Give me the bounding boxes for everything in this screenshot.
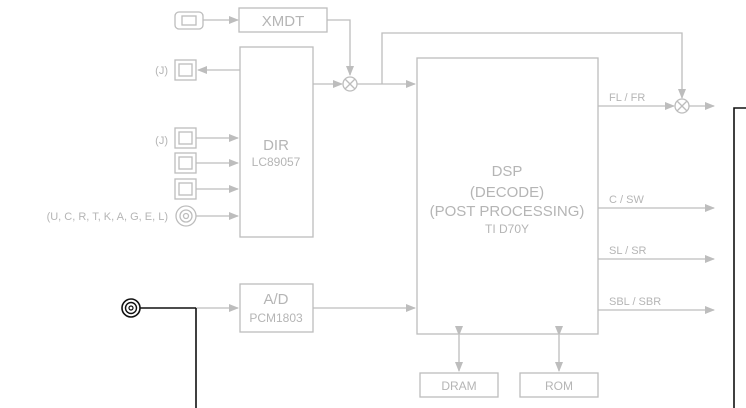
dsp-block: DSP (DECODE) (POST PROCESSING) TI D70Y	[416, 57, 599, 335]
ad-label: A/D	[263, 291, 288, 308]
analog-input-jack-icon	[121, 298, 141, 318]
optical-out-jack-icon	[174, 59, 197, 81]
xmdt-block: XMDT	[238, 7, 328, 33]
dsp-decode-label: (DECODE)	[470, 184, 544, 201]
rom-label: ROM	[545, 379, 573, 393]
optical-in-jack-1-icon	[174, 127, 197, 149]
right-bus-line	[733, 107, 746, 408]
mixer-1-icon	[342, 76, 358, 92]
dram-block: DRAM	[419, 372, 499, 398]
ad-chip-label: PCM1803	[249, 311, 303, 325]
optical-in-jack-3-icon	[174, 178, 197, 200]
optical-in-label: (J)	[155, 135, 168, 147]
output-sbl-sbr-label: SBL / SBR	[609, 296, 661, 308]
optical-in-jack-2-icon	[174, 152, 197, 174]
output-fl-fr-label: FL / FR	[609, 92, 645, 104]
dir-chip-label: LC89057	[252, 155, 301, 169]
mixer-2-icon	[674, 98, 690, 114]
rom-block: ROM	[519, 372, 599, 398]
xmdt-label: XMDT	[262, 13, 305, 30]
coax-jack-icon	[175, 205, 197, 227]
dir-block: DIR LC89057	[239, 46, 314, 238]
dsp-post-processing-label: (POST PROCESSING)	[430, 203, 585, 220]
dsp-label: DSP	[492, 163, 523, 180]
bypass-line	[381, 32, 686, 99]
coax-regions-label: (U, C, R, T, K, A, G, E, L)	[47, 211, 168, 223]
ad-block: A/D PCM1803	[239, 283, 314, 333]
dir-label: DIR	[263, 137, 289, 154]
dram-label: DRAM	[441, 379, 476, 393]
xmdt-to-mixer-line	[327, 19, 354, 76]
usb-port-icon	[174, 11, 204, 30]
dsp-chip-label: TI D70Y	[485, 222, 529, 236]
output-c-sw-label: C / SW	[609, 194, 644, 206]
optical-out-label: (J)	[155, 65, 168, 77]
output-sl-sr-label: SL / SR	[609, 245, 647, 257]
